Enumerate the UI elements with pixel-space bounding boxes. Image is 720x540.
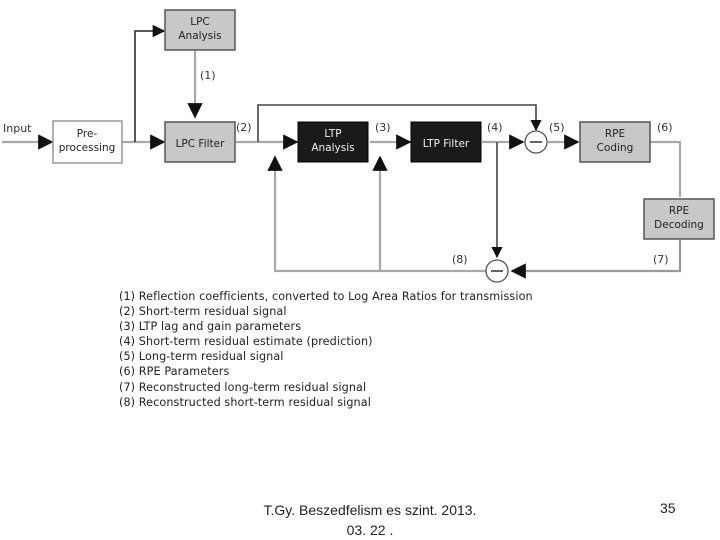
signal-label-8: (8) (452, 253, 468, 266)
block-lpc-analysis-label-1: LPC (190, 16, 210, 28)
block-ltp-analysis: LTP Analysis (297, 121, 369, 163)
legend-item: (4) Short-term residual estimate (predic… (119, 335, 373, 349)
footer-title-line-2: 03. 22 . (346, 522, 394, 538)
legend-item: (1) Reflection coefficients, converted t… (119, 290, 533, 303)
block-preprocessing-label-1: Pre- (77, 128, 98, 140)
subtractor-node-bottom (485, 259, 509, 283)
input-label: Input (3, 122, 32, 135)
legend-item: (8) Reconstructed short-term residual si… (119, 395, 371, 409)
signal-label-3: (3) (375, 121, 391, 134)
signal-7-line (510, 240, 682, 279)
block-rpe-coding: RPE Coding (579, 121, 651, 163)
footer-title-line-1: T.Gy. Beszedfelism es szint. 2013. (263, 502, 477, 518)
block-rpe-decoding-label-1: RPE (669, 205, 689, 217)
signal-2-bypass-line (257, 104, 542, 142)
block-ltp-analysis-label-1: LTP (324, 128, 341, 140)
signal-6-line (650, 140, 682, 197)
block-ltp-filter: LTP Filter (410, 121, 482, 163)
block-rpe-decoding-label-2: Decoding (654, 219, 704, 231)
legend-item: (6) RPE Parameters (119, 365, 230, 379)
signal-legend: (1) Reflection coefficients, converted t… (119, 289, 533, 410)
block-lpc-filter: LPC Filter (164, 121, 236, 163)
gsm-encoder-diagram: Pre- processing LPC Analysis LPC Filter … (2, 9, 715, 283)
signal-label-2: (2) (236, 121, 252, 134)
legend-item: (3) LTP lag and gain parameters (119, 320, 302, 334)
legend-item: (2) Short-term residual signal (119, 305, 287, 319)
block-lpc-analysis: LPC Analysis (164, 9, 236, 51)
block-preprocessing-label-2: processing (59, 142, 116, 154)
block-rpe-coding-label-1: RPE (605, 128, 625, 140)
signal-label-6: (6) (657, 121, 673, 134)
preproc-to-lpcanalysis-line (134, 24, 166, 142)
block-ltp-analysis-label-2: Analysis (311, 142, 354, 154)
legend-item: (7) Reconstructed long-term residual sig… (119, 380, 367, 394)
subtractor-node-top (524, 130, 548, 154)
block-lpc-analysis-label-2: Analysis (178, 30, 221, 42)
signal-label-4: (4) (487, 121, 503, 134)
footer-title: T.Gy. Beszedfelism es szint. 2013. 03. 2… (240, 500, 500, 540)
block-lpc-filter-label: LPC Filter (176, 138, 226, 150)
legend-item: (5) Long-term residual signal (119, 350, 284, 364)
signal-lines (2, 24, 682, 279)
block-rpe-decoding: RPE Decoding (643, 198, 715, 240)
signal-label-5: (5) (549, 121, 565, 134)
signal-label-7: (7) (653, 253, 669, 266)
block-ltp-filter-label: LTP Filter (423, 138, 470, 150)
block-preprocessing: Pre- processing (52, 120, 123, 164)
signal-label-1: (1) (200, 69, 216, 82)
signal-8-line (267, 155, 486, 273)
block-rpe-coding-label-2: Coding (597, 142, 634, 154)
page-number: 35 (660, 500, 676, 516)
